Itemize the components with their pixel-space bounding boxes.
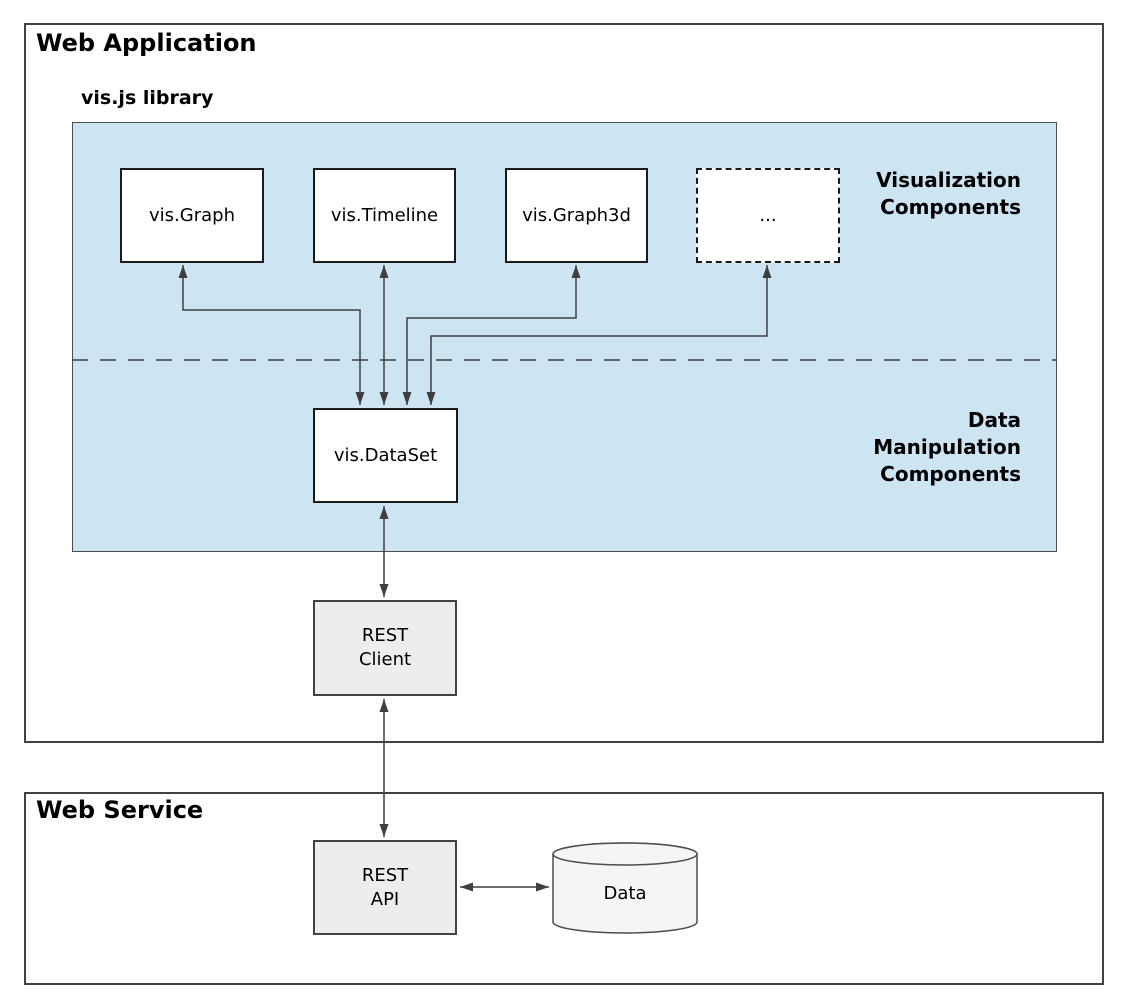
vis-library-label: vis.js library — [81, 87, 214, 109]
web-application-title: Web Application — [36, 29, 257, 57]
node-rest-api: REST API — [313, 840, 457, 935]
node-vis-timeline: vis.Timeline — [313, 168, 456, 263]
node-vis-graph: vis.Graph — [120, 168, 264, 263]
data-manipulation-components-label: Data Manipulation Components — [873, 408, 1021, 486]
node-rest-client: REST Client — [313, 600, 457, 696]
node-vis-dataset: vis.DataSet — [313, 408, 458, 503]
database-cylinder-icon — [552, 842, 698, 934]
web-service-title: Web Service — [36, 796, 204, 824]
node-data-store: Data — [552, 841, 698, 935]
node-more-components: ... — [696, 168, 840, 263]
data-store-label: Data — [603, 882, 647, 904]
node-vis-graph3d: vis.Graph3d — [505, 168, 648, 263]
visualization-components-label: Visualization Components — [876, 168, 1021, 219]
